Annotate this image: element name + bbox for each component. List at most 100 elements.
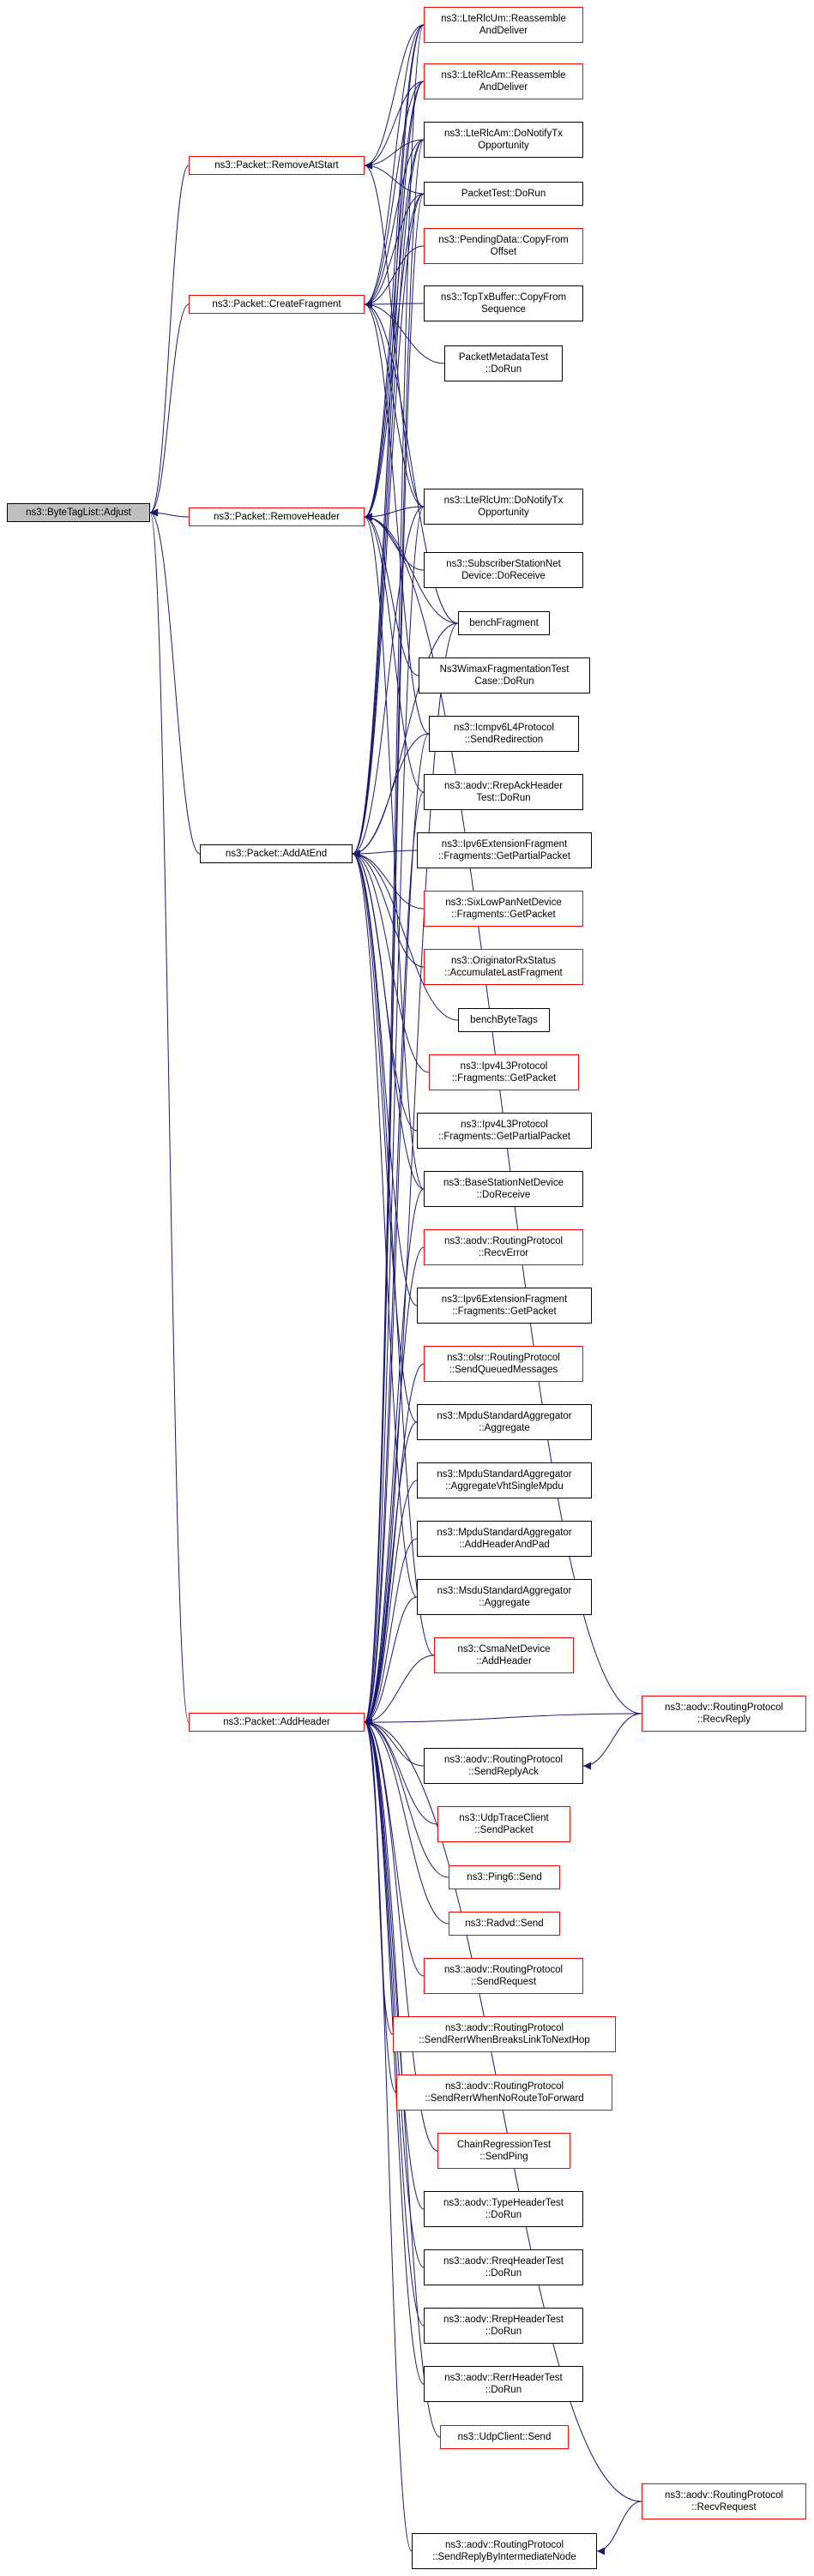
node-label-line: Opportunity — [478, 141, 529, 151]
node-label-line: ns3::UdpTraceClient — [459, 1813, 549, 1823]
node-packet-removeatstart[interactable]: ns3::Packet::RemoveAtStart — [189, 156, 365, 175]
node-aodv-sendreplybyintermediatenode[interactable]: ns3::aodv::RoutingProtocol::SendReplyByI… — [412, 2533, 597, 2569]
node-aodv-sendrerrwhenbreakslink[interactable]: ns3::aodv::RoutingProtocol::SendRerrWhen… — [393, 2016, 616, 2052]
node-label-line: ::SendQueuedMessages — [449, 1365, 558, 1375]
node-udpclient-send[interactable]: ns3::UdpClient::Send — [440, 2425, 569, 2449]
node-mpdu-aggregate[interactable]: ns3::MpduStandardAggregator::Aggregate — [417, 1404, 592, 1440]
node-aodv-sendreplyack[interactable]: ns3::aodv::RoutingProtocol::SendReplyAck — [424, 1748, 583, 1784]
node-label-line: ns3::aodv::RrepAckHeader — [443, 781, 564, 791]
node-aodv-recvreply[interactable]: ns3::aodv::RoutingProtocol::RecvReply — [642, 1696, 806, 1732]
node-sixlowpan-fragments-getpacket[interactable]: ns3::SixLowPanNetDevice::Fragments::GetP… — [424, 891, 583, 927]
node-basestation-doreceive[interactable]: ns3::BaseStationNetDevice::DoReceive — [424, 1171, 583, 1207]
call-edge-basestation-doreceive-to-packet-addatend — [352, 850, 425, 1190]
call-edge-originatorrxstatus-to-packet-addatend — [352, 850, 425, 968]
call-edge-aodv-recvrequest-to-aodv-sendreplybyintermediatenode — [596, 2501, 642, 2555]
node-ipv6extfragment-getpartialpacket[interactable]: ns3::Ipv6ExtensionFragment::Fragments::G… — [417, 832, 592, 868]
node-label-line: ns3::OriginatorRxStatus — [450, 956, 557, 966]
call-edge-lterlcum-donotifytx-to-packet-addheader — [364, 506, 425, 1726]
node-benchbytetags[interactable]: benchByteTags — [458, 1008, 550, 1032]
call-edge-mpdu-addheaderandpad-to-packet-addheader — [364, 1538, 418, 1726]
call-edge-msdu-aggregate-to-packet-addheader — [364, 1596, 418, 1726]
node-label-line: PacketMetadataTest — [458, 352, 549, 363]
node-packet-removeheader[interactable]: ns3::Packet::RemoveHeader — [189, 507, 365, 526]
node-label-line: ::SendRerrWhenBreaksLinkToNextHop — [419, 2035, 590, 2045]
node-radvd-send[interactable]: ns3::Radvd::Send — [449, 1912, 560, 1936]
node-originatorrxstatus[interactable]: ns3::OriginatorRxStatus::AccumulateLastF… — [424, 949, 583, 985]
call-edge-packettest-dorun-to-packet-addheader — [364, 193, 425, 1726]
node-packet-createfragment[interactable]: ns3::Packet::CreateFragment — [189, 295, 365, 314]
node-aodv-sendrerrwhennoroute[interactable]: ns3::aodv::RoutingProtocol::SendRerrWhen… — [396, 2075, 612, 2111]
node-benchfragment[interactable]: benchFragment — [458, 611, 550, 635]
node-msdu-aggregate[interactable]: ns3::MsduStandardAggregator::Aggregate — [417, 1579, 592, 1615]
call-edge-lterlcum-reassemble-to-packet-removeheader — [364, 24, 425, 521]
node-label-line: ns3::Ipv4L3Protocol — [460, 1061, 548, 1072]
node-label-line: ::SendPing — [479, 2152, 528, 2162]
node-label-line: ns3::MsduStandardAggregator — [437, 1586, 572, 1596]
node-udptraceclient-sendpacket[interactable]: ns3::UdpTraceClient::SendPacket — [437, 1806, 570, 1842]
node-label-line: ::DoRun — [485, 364, 522, 375]
node-label-line: ::Fragments::GetPartialPacket — [437, 1132, 571, 1142]
node-ping6-send[interactable]: ns3::Ping6::Send — [449, 1865, 560, 1889]
node-aodv-recverror[interactable]: ns3::aodv::RoutingProtocol::RecvError — [424, 1229, 583, 1265]
call-edge-aodv-recvreply-to-packet-addheader — [364, 1713, 642, 1726]
node-packet-addatend[interactable]: ns3::Packet::AddAtEnd — [200, 844, 353, 863]
node-label-line: ns3::LteRlcAm::DoNotifyTx — [443, 129, 564, 139]
node-label-line: ns3::BaseStationNetDevice — [443, 1178, 564, 1188]
node-packettest-dorun[interactable]: PacketTest::DoRun — [424, 182, 583, 206]
node-label-line: Ns3WimaxFragmentationTest — [439, 664, 570, 675]
node-ipv4l3-fragments-getpacket[interactable]: ns3::Ipv4L3Protocol::Fragments::GetPacke… — [429, 1054, 579, 1090]
call-edge-aodv-recvreply-to-aodv-sendreplyack — [582, 1713, 642, 1770]
node-aodv-rreqheadertest[interactable]: ns3::aodv::RreqHeaderTest::DoRun — [424, 2249, 583, 2285]
call-edge-aodv-rreqheadertest-to-packet-addheader — [364, 1718, 425, 2268]
node-label-line: ns3::aodv::RoutingProtocol — [444, 2081, 564, 2092]
node-aodv-typeheadertest[interactable]: ns3::aodv::TypeHeaderTest::DoRun — [424, 2191, 583, 2227]
node-aodv-rrepheadertest[interactable]: ns3::aodv::RrepHeaderTest::DoRun — [424, 2308, 583, 2344]
node-aodv-rerrheadertest[interactable]: ns3::aodv::RerrHeaderTest::DoRun — [424, 2366, 583, 2402]
node-label-line: ::AddHeader — [476, 1656, 532, 1666]
node-label-line: ::SendRequest — [470, 1977, 537, 1987]
node-aodv-sendrequest[interactable]: ns3::aodv::RoutingProtocol::SendRequest — [424, 1958, 583, 1994]
node-olsr-sendqueuedmessages[interactable]: ns3::olsr::RoutingProtocol::SendQueuedMe… — [424, 1346, 583, 1382]
node-label-line: ns3::Packet::CreateFragment — [212, 299, 341, 309]
node-label-line: ns3::aodv::RreqHeaderTest — [443, 2256, 564, 2267]
node-mpdu-addheaderandpad[interactable]: ns3::MpduStandardAggregator::AddHeaderAn… — [417, 1521, 592, 1557]
node-mpdu-aggregatevhtsinglempdu[interactable]: ns3::MpduStandardAggregator::AggregateVh… — [417, 1462, 592, 1498]
call-edge-packetmetadatatest-dorun-to-packet-createfragment — [364, 300, 445, 364]
call-edge-benchbytetags-to-packet-addatend — [352, 850, 459, 1021]
call-edge-lterlcum-reassemble-to-packet-addatend — [352, 24, 425, 858]
node-label-line: ns3::aodv::RoutingProtocol — [664, 2490, 784, 2501]
call-edge-lterlcum-reassemble-to-packet-removeatstart — [364, 24, 425, 170]
call-edge-lterlcum-donotifytx-to-packet-createfragment — [364, 300, 425, 507]
node-label-line: Device::DoReceive — [461, 571, 546, 581]
node-packetmetadatatest-dorun[interactable]: PacketMetadataTest::DoRun — [444, 345, 563, 381]
node-packet-addheader[interactable]: ns3::Packet::AddHeader — [189, 1713, 365, 1732]
call-edge-chainregressiontest-sendping-to-packet-addheader — [364, 1718, 438, 2152]
node-label-line: ::SendReplyByIntermediateNode — [432, 2552, 576, 2562]
node-ipv4l3-fragments-getpartialpacket[interactable]: ns3::Ipv4L3Protocol::Fragments::GetParti… — [417, 1113, 592, 1149]
node-chainregressiontest-sendping[interactable]: ChainRegressionTest::SendPing — [437, 2133, 570, 2169]
node-csmanetdevice-addheader[interactable]: ns3::CsmaNetDevice::AddHeader — [434, 1637, 574, 1673]
node-label-line: ::RecvError — [478, 1248, 529, 1258]
node-label-line: ::AccumulateLastFragment — [444, 968, 563, 978]
node-ipv6extfragment-getpacket[interactable]: ns3::Ipv6ExtensionFragment::Fragments::G… — [417, 1288, 592, 1324]
node-aodv-recvrequest[interactable]: ns3::aodv::RoutingProtocol::RecvRequest — [642, 2483, 806, 2519]
call-edge-olsr-sendqueuedmessages-to-packet-addheader — [364, 1363, 425, 1726]
node-label-line: AndDeliver — [479, 82, 528, 93]
node-icmpv6l4protocol-sendredirection[interactable]: ns3::Icmpv6L4Protocol::SendRedirection — [429, 716, 579, 752]
node-label-line: ::Aggregate — [479, 1423, 530, 1433]
call-edge-benchfragment-to-packet-createfragment — [364, 300, 459, 624]
call-edge-lterlcam-donotifytx-to-packet-createfragment — [364, 139, 425, 309]
call-edge-mpdu-aggregate-to-packet-addatend — [352, 850, 418, 1423]
node-label-line: Case::DoRun — [474, 676, 534, 687]
node-label-line: ns3::aodv::RerrHeaderTest — [444, 2373, 563, 2383]
